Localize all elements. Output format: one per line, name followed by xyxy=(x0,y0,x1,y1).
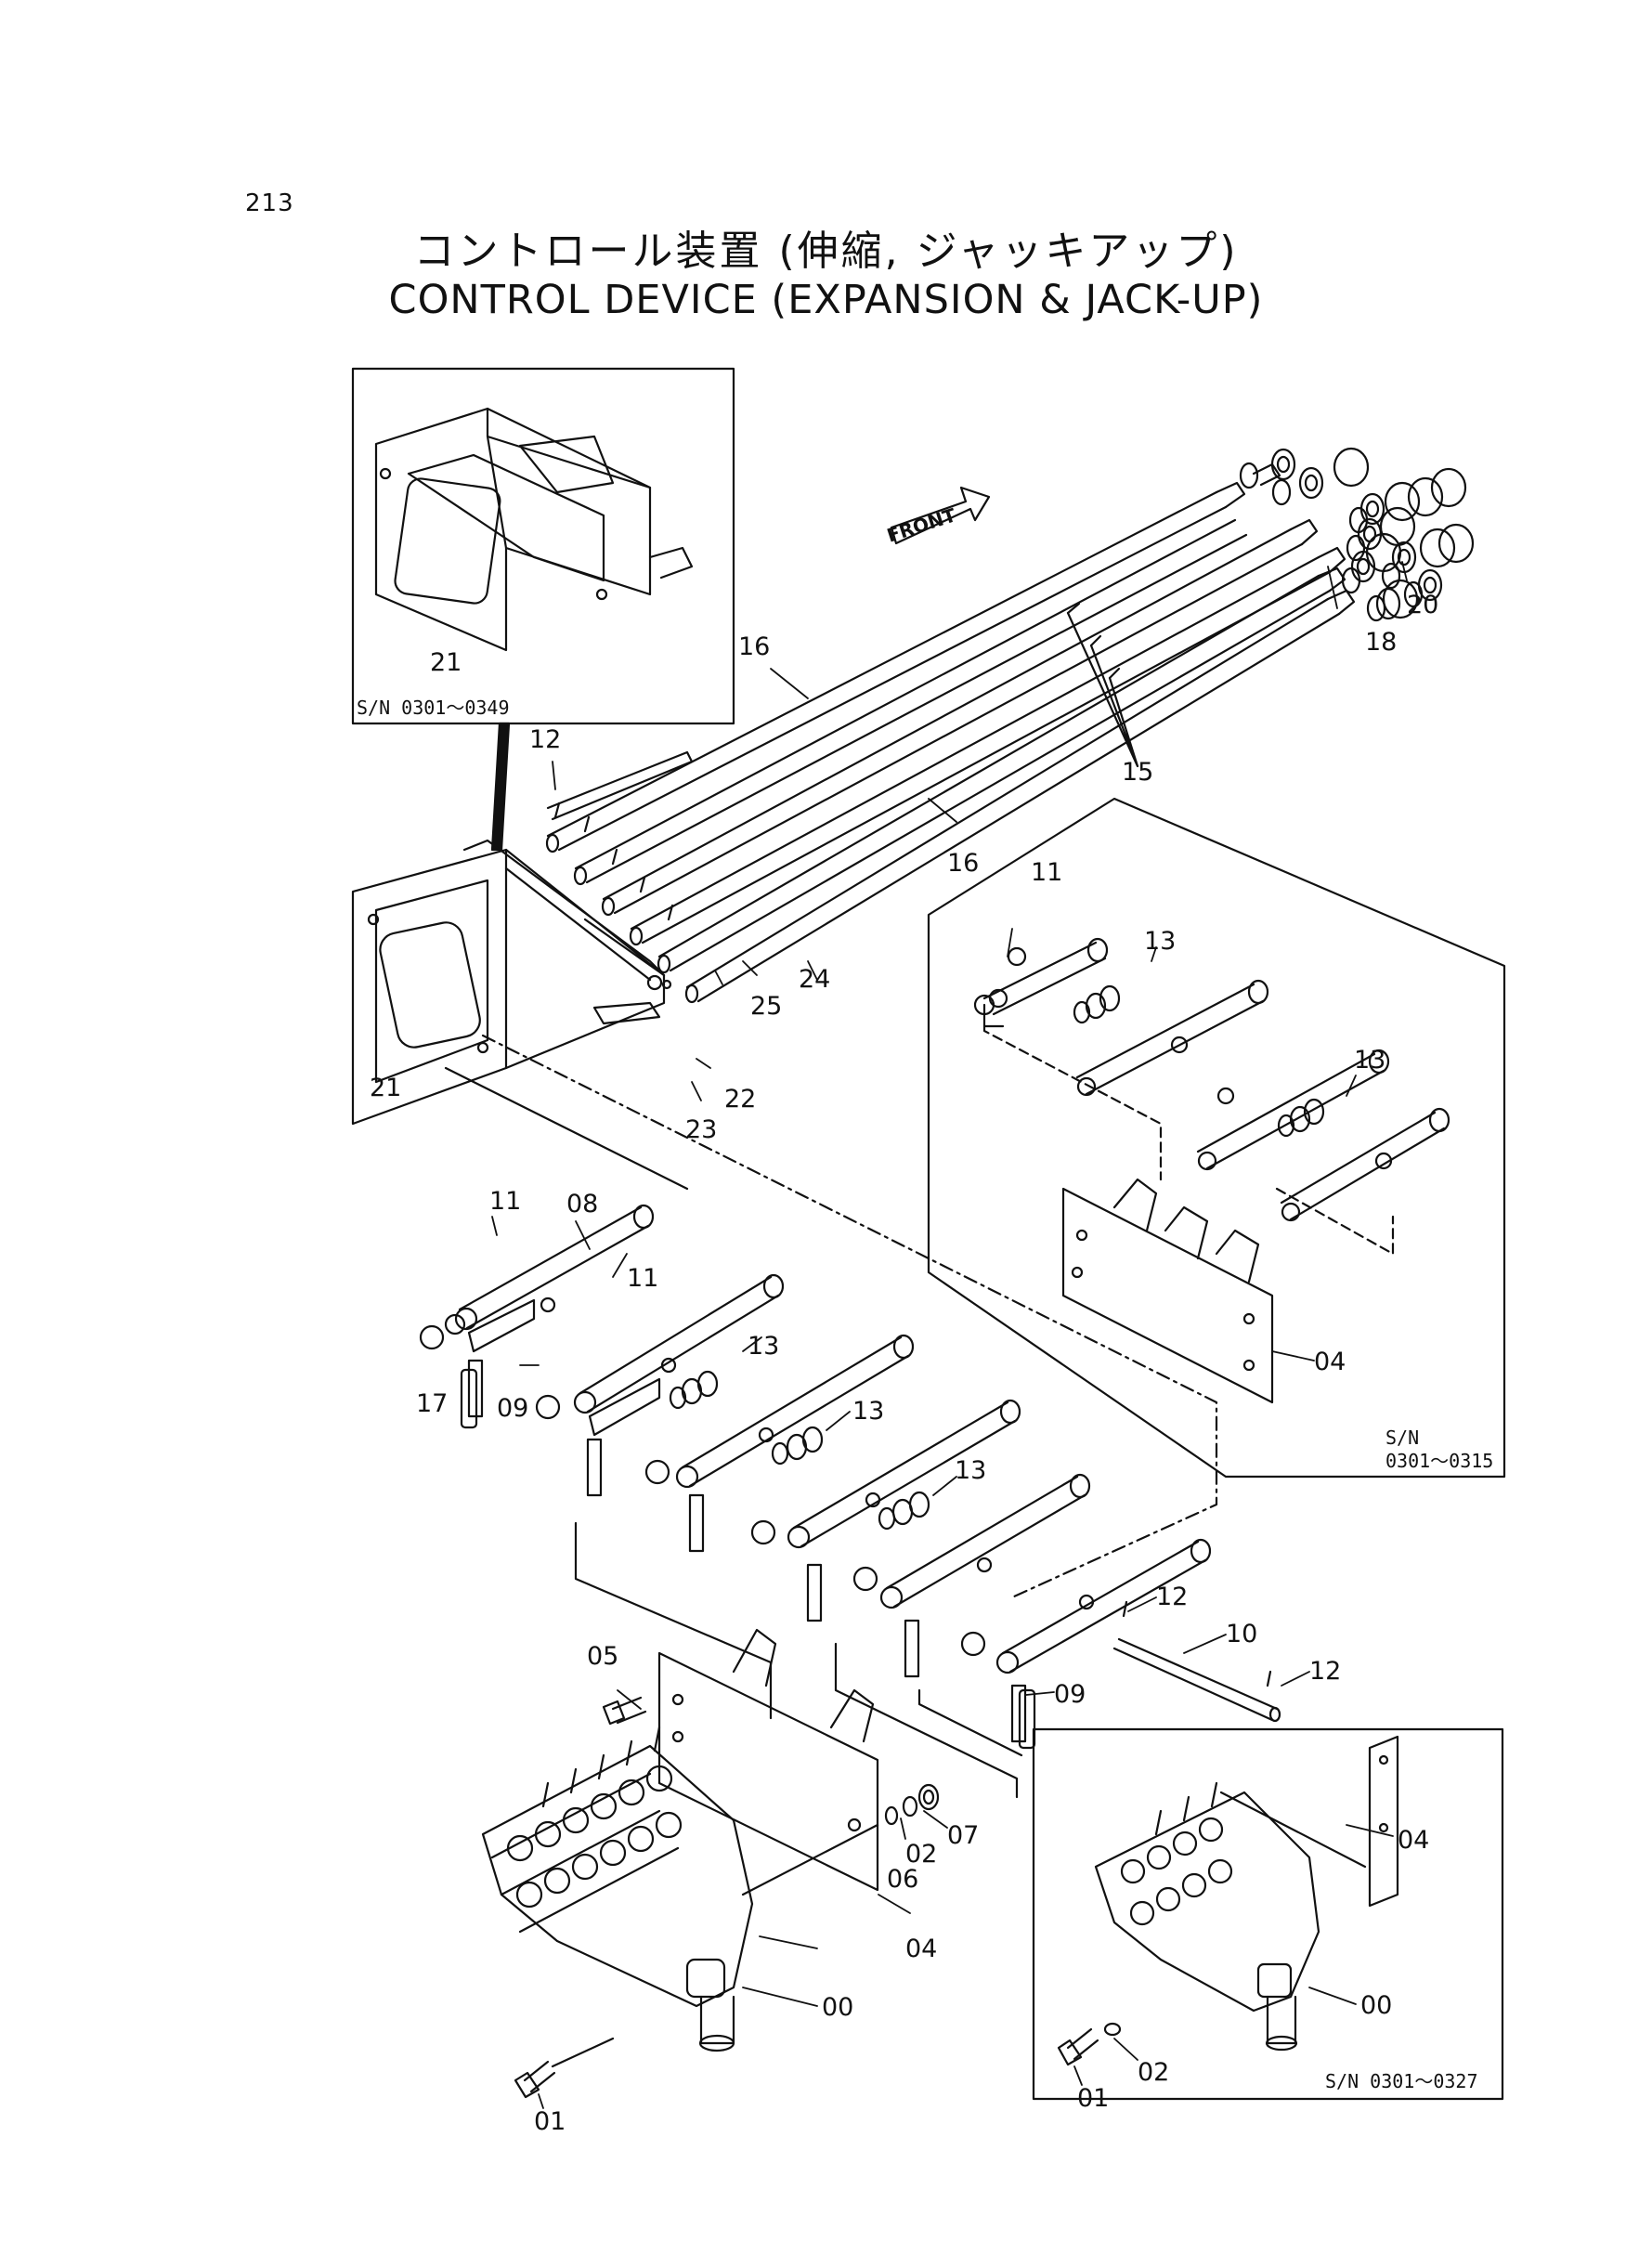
front-label: FRONT xyxy=(884,503,958,547)
lever-assembly-middle xyxy=(419,1034,1281,1799)
page-title-japanese: コントロール装置 (伸縮, ジャッキアップ) xyxy=(413,228,1239,275)
label-00-lower: 00 xyxy=(822,1993,853,2022)
label-21-inset: 21 xyxy=(430,648,462,677)
label-04-lower: 04 xyxy=(905,1935,937,1963)
serial-note-top-left: S/N 0301～0349 xyxy=(357,697,510,719)
control-valve-lower xyxy=(481,1726,754,2099)
label-04-right: 04 xyxy=(1314,1348,1346,1376)
label-11-center: 11 xyxy=(627,1264,658,1293)
label-20: 20 xyxy=(1407,591,1438,619)
label-10: 10 xyxy=(1226,1620,1257,1648)
callout-leader-lines xyxy=(491,561,1408,2109)
label-12-upper: 12 xyxy=(529,725,561,754)
label-23: 23 xyxy=(685,1115,717,1144)
page-title-english: CONTROL DEVICE (EXPANSION & JACK-UP) xyxy=(388,277,1264,323)
label-17: 17 xyxy=(416,1389,448,1418)
serial-note-right-line2: 0301～0315 xyxy=(1385,1450,1493,1472)
label-00-inset: 00 xyxy=(1360,1991,1392,2020)
inset-box-top-left xyxy=(351,367,735,725)
label-16-lower: 16 xyxy=(947,849,979,878)
nuts-and-knobs xyxy=(1239,447,1475,622)
label-09-left: 09 xyxy=(497,1394,528,1423)
label-07: 07 xyxy=(947,1821,979,1850)
callout-labels: FRONT 21 S/N 0301～0349 16 15 16 18 20 12… xyxy=(357,503,1493,2136)
leader-line xyxy=(490,722,511,852)
label-25: 25 xyxy=(750,992,782,1021)
label-12-mid: 12 xyxy=(1156,1583,1188,1611)
label-21-main: 21 xyxy=(370,1074,401,1102)
label-22: 22 xyxy=(724,1085,756,1114)
label-02-inset: 02 xyxy=(1138,2058,1169,2087)
label-18: 18 xyxy=(1365,628,1397,657)
control-rods xyxy=(545,463,1356,1004)
inset-box-right xyxy=(927,797,1506,1479)
label-08: 08 xyxy=(566,1190,598,1218)
label-06: 06 xyxy=(887,1865,918,1894)
label-02-center: 02 xyxy=(905,1840,937,1869)
label-12-lower: 12 xyxy=(1309,1657,1341,1686)
label-01-lower: 01 xyxy=(534,2107,566,2136)
label-16-upper: 16 xyxy=(738,632,770,661)
serial-note-bottom-right: S/N 0301～0327 xyxy=(1325,2070,1478,2092)
label-11-right: 11 xyxy=(1031,858,1062,887)
label-15: 15 xyxy=(1122,758,1153,787)
inset-box-bottom-right xyxy=(1032,1727,1504,2101)
label-13-mid-2: 13 xyxy=(852,1397,884,1426)
serial-note-right-line1: S/N xyxy=(1385,1427,1419,1449)
label-13-right-upper: 13 xyxy=(1144,927,1176,956)
label-05: 05 xyxy=(587,1642,618,1671)
front-arrow-icon xyxy=(890,486,991,545)
label-13-mid-3: 13 xyxy=(955,1456,986,1485)
label-04-inset: 04 xyxy=(1398,1826,1429,1855)
label-01-inset: 01 xyxy=(1077,2084,1109,2113)
label-11-left: 11 xyxy=(489,1187,521,1216)
label-24: 24 xyxy=(799,965,830,994)
label-13-right-lower: 13 xyxy=(1354,1046,1385,1075)
main-bracket xyxy=(351,839,672,1126)
label-09-right: 09 xyxy=(1054,1680,1086,1709)
mounting-plate-lower xyxy=(602,1628,940,1896)
label-13-mid-1: 13 xyxy=(748,1332,779,1361)
page-number: 213 xyxy=(245,189,294,217)
